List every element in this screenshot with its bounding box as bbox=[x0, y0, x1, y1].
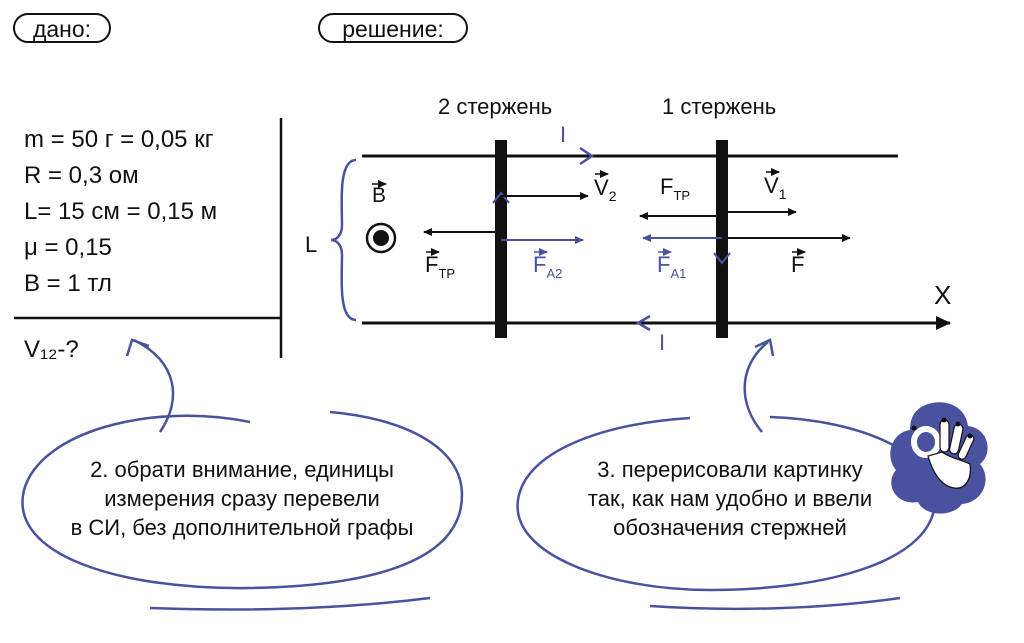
svg-text:FA1: FA1 bbox=[657, 252, 686, 281]
fa1-subscript: A1 bbox=[670, 266, 686, 281]
ftr-right-subscript: ТР bbox=[673, 188, 690, 203]
current-bottom-arrowhead bbox=[635, 314, 651, 332]
fa1-label: F bbox=[657, 252, 670, 277]
current-top-label: I bbox=[560, 122, 566, 147]
svg-text:FТР: FТР bbox=[660, 174, 690, 203]
current-rod2-arrowhead bbox=[492, 191, 510, 204]
rod2-label: 2 стержень bbox=[438, 94, 553, 119]
applied-force-label: F bbox=[791, 252, 804, 277]
find-velocity: V₁₂-? bbox=[24, 336, 79, 363]
note-2-line-1: 2. обрати внимание, единицы bbox=[90, 457, 394, 482]
note3-pointer bbox=[743, 338, 775, 433]
note2-ellipse bbox=[21, 410, 464, 590]
v2-label: V bbox=[594, 175, 609, 200]
fa2-label: F bbox=[533, 252, 546, 277]
ftr-left-subscript: ТР bbox=[438, 266, 455, 281]
note-2-line-2: измерения сразу перевели bbox=[104, 486, 380, 511]
solution-header: решение: bbox=[318, 13, 468, 43]
rod1-label: 1 стержень bbox=[662, 94, 777, 119]
current-bottom-label: I bbox=[659, 330, 665, 355]
v2-subscript: 2 bbox=[609, 188, 617, 204]
ftr-left-label: F bbox=[425, 252, 438, 277]
given-friction: μ = 0,15 bbox=[24, 234, 112, 261]
v1-label: V bbox=[764, 173, 779, 198]
v1-subscript: 1 bbox=[779, 186, 787, 202]
ftr-right-label: F bbox=[660, 174, 673, 199]
note2-pointer bbox=[125, 338, 175, 433]
given-mass: m = 50 г = 0,05 кг bbox=[24, 126, 214, 153]
note-3-line-1: 3. перерисовали картинку bbox=[597, 457, 863, 482]
field-symbol-outer bbox=[365, 222, 397, 254]
svg-text:FA2: FA2 bbox=[533, 252, 562, 281]
given-header: дано: bbox=[13, 13, 111, 43]
length-label: L bbox=[305, 232, 317, 257]
note-3-line-2: так, как нам удобно и ввели bbox=[587, 486, 873, 511]
fa2-subscript: A2 bbox=[546, 266, 562, 281]
note-3-redraw: 3. перерисовали картинку так, как нам уд… bbox=[560, 455, 900, 542]
note3-underline bbox=[649, 596, 901, 611]
current-rod1-arrowhead bbox=[713, 252, 731, 265]
length-brace bbox=[330, 158, 357, 322]
svg-text:V1: V1 bbox=[764, 173, 787, 202]
field-label: B bbox=[372, 184, 386, 207]
given-resistance: R = 0,3 ом bbox=[24, 162, 139, 189]
x-axis-label: X bbox=[934, 280, 951, 310]
note-2-line-3: в СИ, без дополнительной графы bbox=[70, 515, 414, 540]
svg-text:FТР: FТР bbox=[425, 252, 455, 281]
svg-text:V2: V2 bbox=[594, 175, 617, 204]
current-top-arrowhead bbox=[579, 146, 595, 166]
note2-underline bbox=[149, 596, 431, 611]
field-symbol-dot bbox=[373, 230, 389, 246]
given-field: B = 1 тл bbox=[24, 270, 112, 297]
note-2-units: 2. обрати внимание, единицы измерения ср… bbox=[52, 455, 432, 542]
note-3-line-3: обозначения стержней bbox=[613, 515, 847, 540]
given-length: L= 15 см = 0,15 м bbox=[24, 198, 218, 225]
ok-hand-icon bbox=[888, 398, 992, 518]
